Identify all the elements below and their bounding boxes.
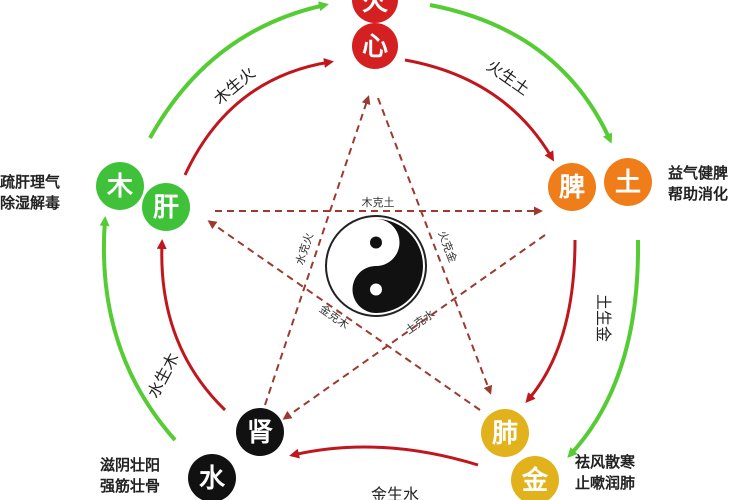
label-wood-to-fire: 木生火: [210, 63, 259, 108]
spleen-note-line-1: 益气健脾: [668, 164, 729, 182]
inner-arrow-spleen-lung: [525, 239, 577, 404]
lung-note-line-2: 止嗽润肺: [575, 474, 636, 492]
fire-element-node: 火: [352, 0, 398, 23]
inner-arrow-lung-kidney: [289, 445, 479, 467]
lung-label: 肺: [492, 419, 518, 449]
outer-arrow-wood-fire: [148, 1, 329, 139]
heart-label: 心: [362, 32, 388, 62]
liver-note-line-1: 疏肝理气: [0, 173, 61, 191]
liver-node: 肝: [142, 183, 190, 231]
star-line-kidney-heart: [264, 95, 371, 406]
lung-node: 肺: [481, 409, 529, 457]
outer-arrow-water-wood: [99, 216, 177, 442]
fire-element-label: 火: [362, 0, 388, 17]
inner-arrow-heart-spleen: [404, 58, 555, 162]
spleen-note-line-2: 帮助消化: [668, 185, 729, 203]
heart-node: 心: [352, 23, 398, 69]
label-wood-over-earth: 木克土: [362, 196, 395, 209]
controlling-star: [207, 95, 546, 420]
kidney-node: 肾: [236, 408, 284, 456]
spleen-label: 脾: [558, 173, 585, 203]
kidney-note-line-2: 强筋壮骨: [100, 477, 161, 495]
kidney-note: 滋阴壮阳 强筋壮骨: [100, 455, 160, 497]
star-line-lung-liver: [207, 220, 481, 411]
outer-generating-arrows: [99, 1, 641, 458]
water-node: 水: [188, 454, 236, 500]
inner-arrow-kidney-liver: [156, 239, 227, 412]
label-water-to-wood: 水生木: [143, 350, 182, 401]
star-line-heart-lung: [377, 97, 493, 395]
liver-label: 肝: [153, 193, 179, 223]
metal-node: 金: [511, 456, 559, 500]
spleen-node: 脾: [548, 163, 596, 211]
yin-yang-icon: [325, 215, 427, 317]
metal-label: 金: [521, 465, 549, 496]
label-water-over-fire: 水克火: [293, 231, 316, 266]
inner-arrow-liver-heart: [183, 58, 334, 176]
kidney-note-line-1: 滋阴壮阳: [100, 456, 161, 474]
lung-note-line-1: 祛风散寒: [575, 453, 636, 471]
kidney-label: 肾: [247, 418, 273, 448]
lung-note: 祛风散寒 止嗽润肺: [575, 452, 635, 494]
water-label: 水: [199, 464, 226, 494]
label-earth-over-water: 土克水: [403, 307, 437, 337]
earth-node: 土: [604, 158, 652, 206]
star-line-spleen-kidney: [282, 234, 546, 420]
wood-label: 木: [106, 172, 133, 202]
wood-node: 木: [96, 162, 144, 210]
label-earth-to-metal: 土生金: [594, 294, 613, 342]
earth-label: 土: [615, 168, 641, 198]
label-metal-to-water: 金生水: [371, 485, 419, 500]
outer-arrow-earth-metal: [567, 239, 641, 458]
outer-arrow-fire-earth: [429, 3, 613, 144]
inner-generating-arrows: [156, 58, 577, 467]
liver-note: 疏肝理气 除湿解毒: [0, 172, 60, 214]
spleen-note: 益气健脾 帮助消化: [668, 163, 728, 205]
liver-note-line-2: 除湿解毒: [0, 194, 61, 212]
